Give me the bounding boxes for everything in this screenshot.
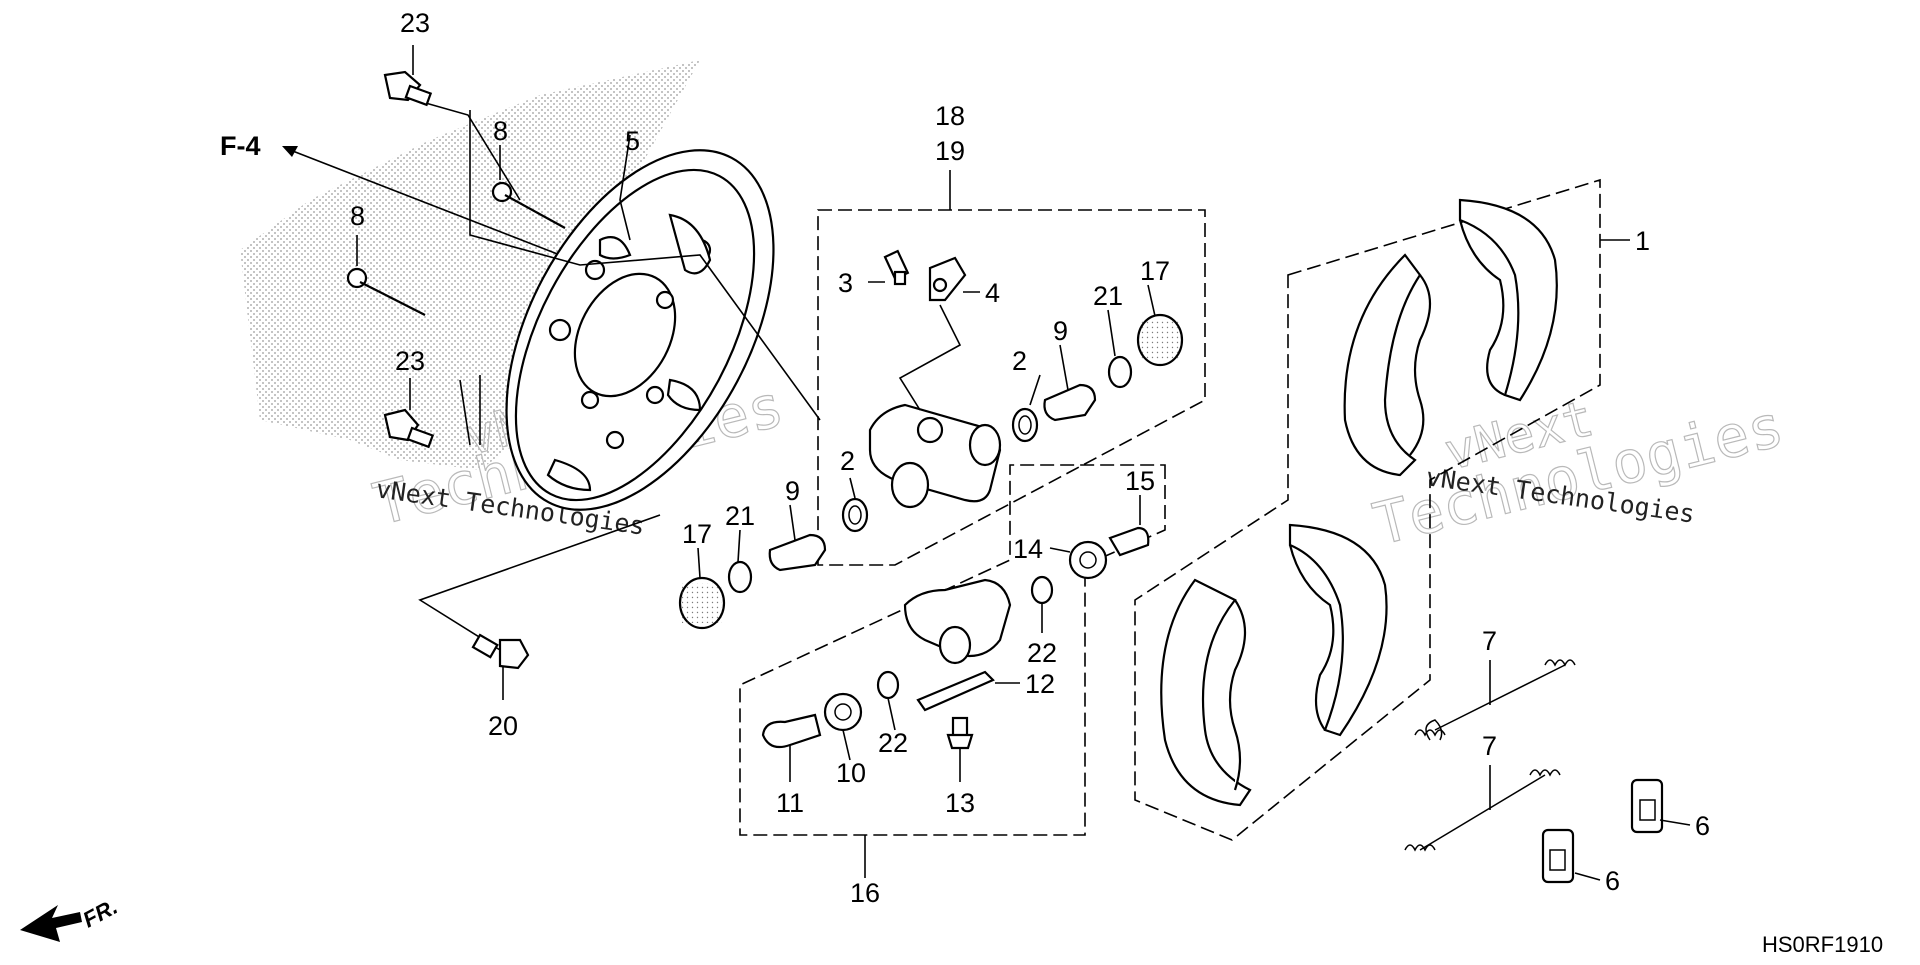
- callout-17-lower: 17: [682, 519, 712, 549]
- boot-17-upper: [1136, 313, 1184, 367]
- callout-12: 12: [1025, 669, 1055, 699]
- f4-reference: F-4: [220, 131, 561, 256]
- adjuster-wheel-14: [1068, 540, 1108, 580]
- callout-6-lower: 6: [1605, 866, 1620, 896]
- front-direction-arrow: FR.: [20, 894, 122, 942]
- callout-18: 18: [935, 101, 965, 131]
- callout-7-lower: 7: [1482, 731, 1497, 761]
- bleeder-screw-3: [883, 249, 910, 286]
- cup-2-lower: [841, 497, 869, 533]
- bolt-8-lower: [346, 267, 426, 316]
- callout-21-upper: 21: [1093, 281, 1123, 311]
- callout-19: 19: [935, 136, 965, 166]
- svg-text:F-4: F-4: [220, 131, 261, 161]
- callout-21-lower: 21: [725, 501, 755, 531]
- callout-4: 4: [985, 278, 1000, 308]
- screw-15: [1108, 526, 1150, 557]
- callout-7-upper: 7: [1482, 626, 1497, 656]
- spring-7-lower: [1404, 769, 1561, 852]
- screw-11: [761, 713, 822, 749]
- shading-region: [240, 60, 700, 470]
- callout-8-lower: 8: [350, 201, 365, 231]
- callout-23-bottom: 23: [395, 346, 425, 376]
- adjuster-body: [903, 578, 1012, 665]
- bolt-23-bottom: [383, 408, 435, 449]
- brake-shoe-upper-left: [1343, 253, 1431, 477]
- callout-8-upper: 8: [493, 116, 508, 146]
- brake-shoe-upper-right: [1458, 198, 1558, 402]
- callout-3: 3: [838, 268, 853, 298]
- brake-shoe-lower-right: [1288, 523, 1388, 737]
- piston-9-upper: [1043, 383, 1097, 422]
- washer-22-upper: [1030, 575, 1054, 605]
- wheel-cylinder-upper: [868, 403, 1002, 509]
- callout-13: 13: [945, 788, 975, 818]
- boot-17-lower: [678, 576, 726, 630]
- ring-21-lower: [727, 560, 753, 594]
- callout-11: 11: [776, 788, 804, 818]
- piston-9-lower: [768, 533, 827, 572]
- bolt-20: [471, 633, 530, 670]
- callout-23-top: 23: [400, 8, 430, 38]
- callout-17-upper: 17: [1140, 256, 1170, 286]
- callout-labels: 23 8 5 8 23 20 18 19 3 4 2 9 21 17 2 9 2…: [350, 8, 1710, 908]
- ring-21-upper: [1107, 355, 1133, 389]
- callout-16: 16: [850, 878, 880, 908]
- bolt-23-top: [383, 70, 433, 107]
- callout-15: 15: [1125, 466, 1155, 496]
- adjuster-lever-12: [916, 670, 995, 712]
- svg-text:FR.: FR.: [79, 894, 122, 933]
- callout-22-lower: 22: [878, 728, 908, 758]
- clip-6-upper: [1630, 778, 1664, 834]
- cap-4: [928, 256, 967, 302]
- callout-14: 14: [1013, 534, 1043, 564]
- bolt-8-upper: [491, 181, 566, 229]
- spring-7-upper: [1414, 659, 1576, 741]
- group-16-box: [739, 464, 1166, 836]
- callout-9-lower: 9: [785, 476, 800, 506]
- callout-5: 5: [625, 126, 640, 156]
- adjuster-wheel-10: [823, 692, 863, 732]
- bleeder-13: [946, 716, 974, 750]
- callout-20: 20: [488, 711, 518, 741]
- diagram-code: HS0RF1910: [1762, 932, 1883, 957]
- brake-shoe-lower-left: [1160, 578, 1252, 807]
- watermark-right: Technologies vNext vNext Technologies: [1366, 388, 1790, 559]
- clip-6-lower: [1541, 828, 1575, 884]
- callout-6-upper: 6: [1695, 811, 1710, 841]
- callout-9-upper: 9: [1053, 316, 1068, 346]
- callout-10: 10: [836, 758, 866, 788]
- callout-2-upper: 2: [1012, 346, 1027, 376]
- callout-2-lower: 2: [840, 446, 855, 476]
- backing-plate: [505, 149, 775, 511]
- callout-1: 1: [1635, 226, 1650, 256]
- callout-22-upper: 22: [1027, 638, 1057, 668]
- cup-2-upper: [1011, 407, 1039, 443]
- group-1-box: [1134, 178, 1601, 841]
- group-18-19-box: [817, 209, 1206, 566]
- washer-22-lower: [876, 670, 900, 700]
